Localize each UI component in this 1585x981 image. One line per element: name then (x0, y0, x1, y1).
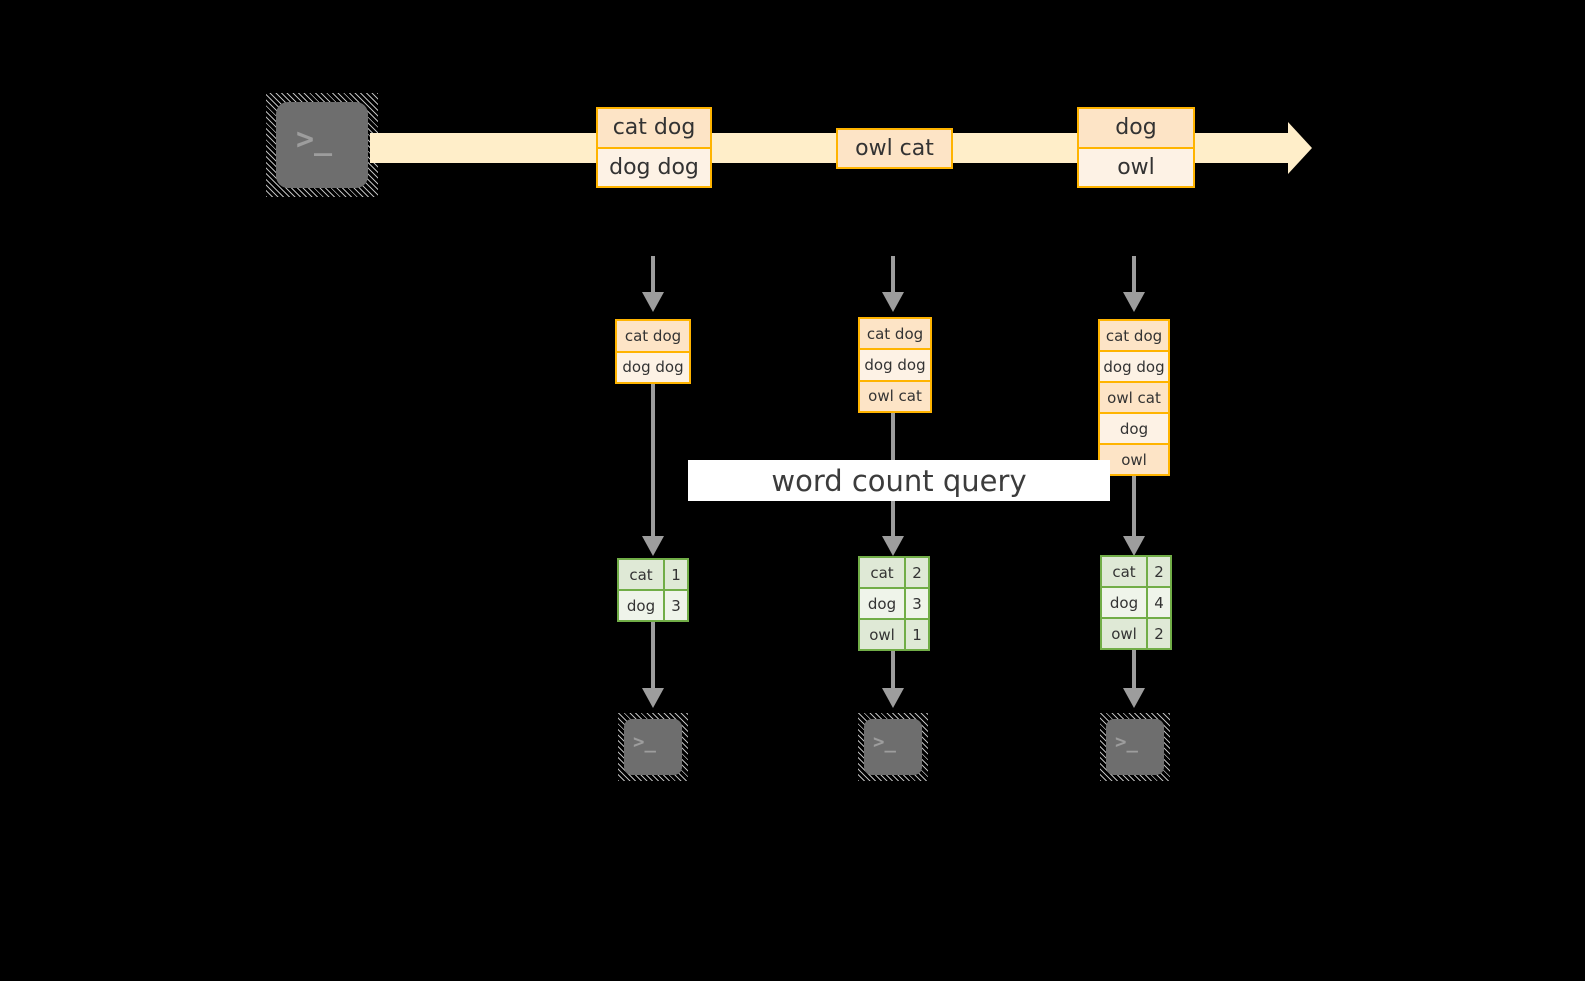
accumulated-line: cat dog (617, 321, 689, 351)
terminal-prompt-glyph: >_ (1115, 731, 1138, 753)
result-word: owl (1102, 619, 1146, 648)
result-count: 2 (1146, 557, 1170, 586)
trigger-dashed-line-2 (891, 256, 895, 292)
terminal-body (624, 719, 682, 775)
accumulated-line: dog dog (1100, 350, 1168, 381)
stream-arrow-head (1288, 122, 1312, 174)
result-count: 2 (904, 558, 928, 587)
sink-arrow-head-3 (1123, 688, 1145, 708)
result-word: dog (1102, 588, 1146, 617)
trigger-arrow-head-3 (1123, 292, 1145, 312)
result-word: owl (860, 620, 904, 649)
result-word: cat (1102, 557, 1146, 586)
terminal-prompt-glyph: >_ (873, 731, 896, 753)
table-row: dog 3 (860, 587, 928, 618)
stream-record-batch-2[interactable]: owl cat (836, 128, 953, 169)
table-row: cat 2 (1102, 557, 1170, 586)
accumulated-records-2[interactable]: cat dog dog dog owl cat (858, 317, 932, 413)
record-line: owl cat (838, 130, 951, 167)
query-line-1 (651, 384, 655, 541)
sink-line-3 (1132, 650, 1136, 692)
sink-terminal-icon-3: >_ (1100, 713, 1170, 781)
query-arrow-head-1 (642, 536, 664, 556)
result-table-1[interactable]: cat 1 dog 3 (617, 558, 689, 622)
record-line: dog dog (598, 146, 710, 186)
trigger-arrow-head-2 (882, 292, 904, 312)
terminal-body (276, 102, 368, 188)
query-line-3 (1132, 476, 1136, 541)
accumulated-line: cat dog (860, 319, 930, 349)
table-row: cat 1 (619, 560, 687, 589)
stream-record-batch-3[interactable]: dog owl (1077, 107, 1195, 188)
terminal-prompt-glyph: >_ (296, 122, 333, 157)
sink-line-2 (891, 651, 895, 692)
result-word: cat (860, 558, 904, 587)
query-banner: word count query (688, 460, 1110, 501)
record-line: owl (1079, 146, 1193, 186)
result-table-2[interactable]: cat 2 dog 3 owl 1 (858, 556, 930, 651)
trigger-arrow-head-1 (642, 292, 664, 312)
accumulated-line: cat dog (1100, 321, 1168, 350)
query-banner-label: word count query (771, 463, 1027, 498)
accumulated-line: dog (1100, 412, 1168, 443)
query-arrow-head-3 (1123, 536, 1145, 556)
accumulated-records-3[interactable]: cat dog dog dog owl cat dog owl (1098, 319, 1170, 476)
table-row: cat 2 (860, 558, 928, 587)
result-word: dog (860, 589, 904, 618)
table-row: dog 3 (619, 589, 687, 620)
sink-arrow-head-1 (642, 688, 664, 708)
stream-record-batch-1[interactable]: cat dog dog dog (596, 107, 712, 188)
terminal-body (1106, 719, 1164, 775)
accumulated-line: owl cat (860, 379, 930, 411)
result-count: 4 (1146, 588, 1170, 617)
query-arrow-head-2 (882, 536, 904, 556)
sink-terminal-icon-2: >_ (858, 713, 928, 781)
trigger-dashed-line-1 (651, 256, 655, 292)
table-row: dog 4 (1102, 586, 1170, 617)
accumulated-line: owl (1100, 443, 1168, 474)
accumulated-records-1[interactable]: cat dog dog dog (615, 319, 691, 384)
result-count: 2 (1146, 619, 1170, 648)
sink-terminal-icon-1: >_ (618, 713, 688, 781)
result-count: 3 (904, 589, 928, 618)
terminal-prompt-glyph: >_ (633, 731, 656, 753)
accumulated-line: owl cat (1100, 381, 1168, 412)
result-count: 1 (663, 560, 687, 589)
result-table-3[interactable]: cat 2 dog 4 owl 2 (1100, 555, 1172, 650)
source-terminal-icon: >_ (266, 93, 378, 197)
record-line: cat dog (598, 109, 710, 147)
sink-arrow-head-2 (882, 688, 904, 708)
trigger-dashed-line-3 (1132, 256, 1136, 292)
table-row: owl 1 (860, 618, 928, 649)
table-row: owl 2 (1102, 617, 1170, 648)
sink-line-1 (651, 622, 655, 692)
result-count: 1 (904, 620, 928, 649)
result-word: cat (619, 560, 663, 589)
terminal-body (864, 719, 922, 775)
result-word: dog (619, 591, 663, 620)
accumulated-line: dog dog (860, 348, 930, 380)
accumulated-line: dog dog (617, 350, 689, 382)
result-count: 3 (663, 591, 687, 620)
record-line: dog (1079, 109, 1193, 147)
